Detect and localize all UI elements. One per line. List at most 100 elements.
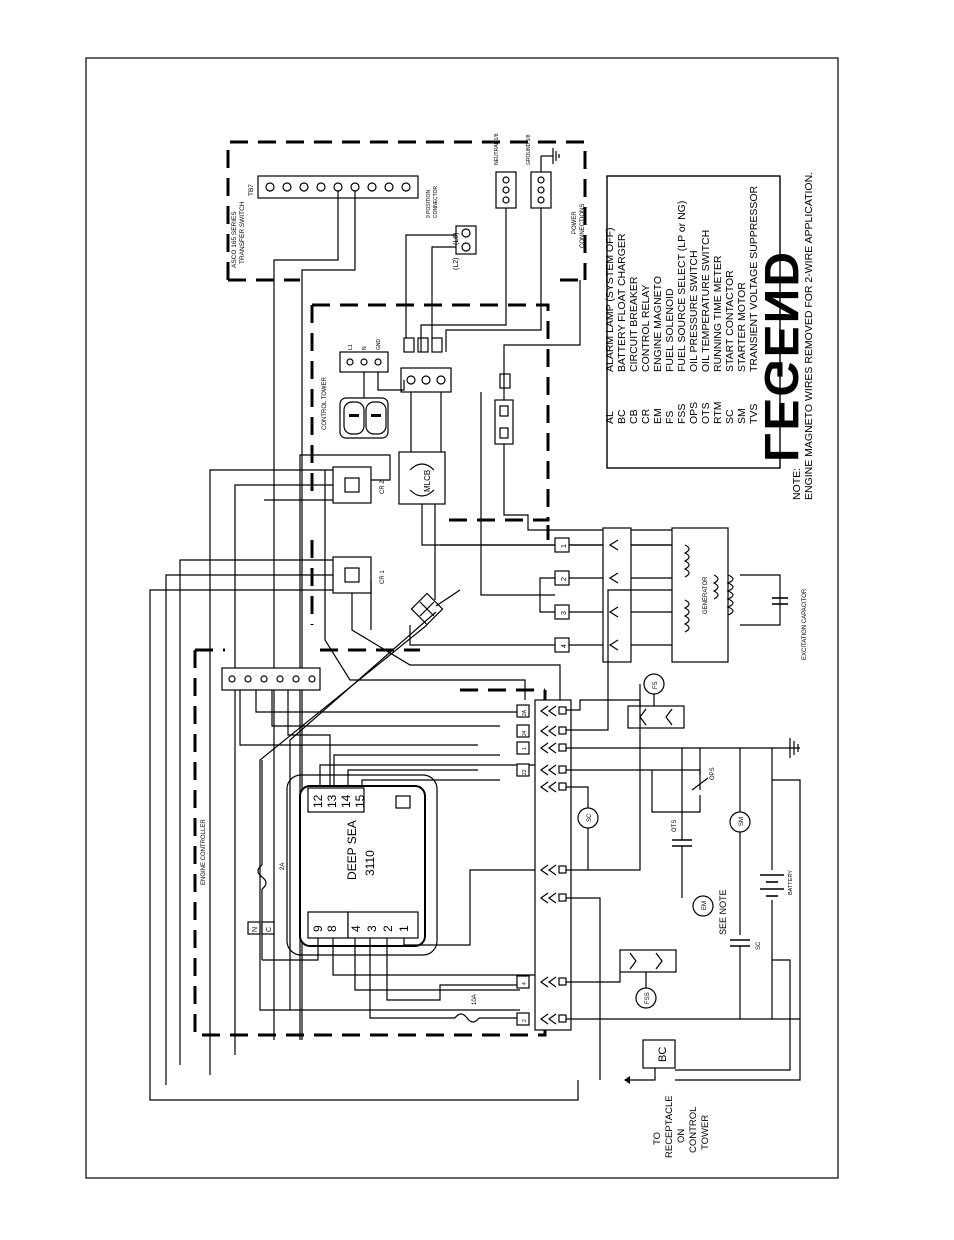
em-label: EM bbox=[702, 901, 708, 910]
note-text: ENGINE MAGNETO WIRES REMOVED FOR 2-WIRE … bbox=[803, 172, 815, 500]
sm-label: SM bbox=[739, 817, 745, 826]
legend-desc: FUEL SOURCE SELECT (LP or NG) bbox=[676, 201, 688, 372]
engine-controller-label: ENGINE CONTROLLER bbox=[201, 819, 207, 885]
deep-sea-outer bbox=[286, 774, 438, 956]
bc-label: BC bbox=[657, 1047, 669, 1062]
gen-lead-block bbox=[602, 527, 632, 663]
earth-ground-icon bbox=[540, 148, 560, 172]
legend-code: BC bbox=[616, 409, 628, 424]
transfer-switch bbox=[226, 140, 587, 1040]
legend-desc: TRANSIENT VOLTAGE SUPPRESSOR bbox=[748, 185, 760, 372]
receptacle-label: RECEPTACLE bbox=[664, 1095, 675, 1158]
l1-label: L1 bbox=[348, 344, 354, 350]
legend-code: RTM bbox=[712, 401, 724, 424]
legend-code: FS bbox=[664, 411, 676, 424]
em-magneto bbox=[692, 895, 714, 917]
receptacle-note: TO RECEPTACLE ON CONTROL TOWER bbox=[652, 1095, 711, 1158]
power-label-2: CONNECTIONS bbox=[580, 204, 586, 248]
ctl-term-22: 22 bbox=[522, 769, 528, 775]
legend-desc: RUNNING TIME METER bbox=[712, 255, 724, 372]
controller-terminal-block bbox=[221, 667, 321, 691]
control-tower-label: CONTROL TOWER bbox=[322, 376, 328, 430]
bc-charger bbox=[642, 1039, 676, 1069]
generator bbox=[409, 527, 788, 663]
page-border bbox=[85, 57, 839, 1179]
legend-desc: ENGINE MAGNETO bbox=[652, 276, 664, 372]
legend-code: SC bbox=[724, 409, 736, 424]
l2-l6-plug bbox=[455, 225, 477, 255]
outlet-receptacle bbox=[339, 397, 389, 439]
n-label: N bbox=[362, 346, 368, 350]
cr2-label: CR 2 bbox=[380, 480, 386, 494]
legend-code: OTS bbox=[700, 402, 712, 424]
gen-wire-1: 1 bbox=[561, 544, 568, 548]
engine-controller bbox=[193, 648, 561, 1037]
cr1-label: CR 1 bbox=[380, 570, 386, 584]
control-tower bbox=[310, 208, 698, 625]
pin-13: 13 bbox=[325, 794, 339, 808]
ground-label: GROUND 1/8 bbox=[526, 134, 532, 165]
ots-label: OTS bbox=[672, 820, 678, 832]
connector-label-2: CONNECTOR bbox=[433, 185, 439, 218]
legend-code: FSS bbox=[676, 404, 688, 424]
pin-14: 14 bbox=[339, 794, 353, 808]
tower-label: TOWER bbox=[700, 1115, 711, 1150]
fs-label: FS bbox=[653, 681, 659, 689]
legend-items: AL ALARM LAMP (SYSTEM OFF) BC BATTERY FL… bbox=[604, 185, 760, 424]
legend-code: EM bbox=[652, 408, 664, 424]
tb7-terminals bbox=[265, 182, 411, 192]
pin-1: 1 bbox=[397, 925, 411, 932]
to-label: TO bbox=[652, 1132, 663, 1145]
engine-wiring bbox=[566, 589, 801, 1084]
controller-terminal-strip bbox=[516, 699, 572, 1031]
power-label: POWER bbox=[572, 211, 578, 234]
pin-2: 2 bbox=[381, 925, 395, 932]
on-label: ON bbox=[676, 1129, 687, 1143]
excitation-label: EXCITATION CAPACITOR bbox=[802, 588, 808, 660]
tb7-label: TB7 bbox=[248, 184, 255, 196]
mlcb-breaker bbox=[398, 451, 446, 505]
legend-desc: ALARM LAMP (SYSTEM OFF) bbox=[604, 228, 616, 373]
legend-desc: STARTER MOTOR bbox=[736, 282, 748, 372]
gen-wire-2: 2 bbox=[561, 577, 568, 581]
legend-desc: CIRCUIT BREAKER bbox=[628, 276, 640, 372]
module-pins: 12 13 14 15 9 8 4 3 2 1 bbox=[311, 794, 411, 932]
wire-crossover bbox=[259, 589, 520, 1011]
note-label: NOTE: bbox=[791, 468, 803, 500]
see-note-label: SEE NOTE bbox=[718, 889, 728, 935]
sc-label: SC bbox=[587, 813, 593, 822]
legend-code: CB bbox=[628, 409, 640, 424]
plug-mark-n: N bbox=[252, 927, 259, 932]
relay-wiring bbox=[149, 454, 579, 1101]
legend-desc: BATTERY FLOAT CHARGER bbox=[616, 233, 628, 372]
mlcb-label: MLCB bbox=[423, 470, 432, 492]
plug-mark-c: C bbox=[266, 927, 273, 932]
legend-desc: START CONTACTOR bbox=[724, 270, 736, 372]
legend-desc: OIL TEMPERATURE SWITCH bbox=[700, 230, 712, 372]
pin-12: 12 bbox=[311, 794, 325, 808]
ctl-term-4: 4 bbox=[522, 982, 528, 985]
legend-desc: CONTROL RELAY bbox=[640, 284, 652, 372]
legend-title: LEGEND bbox=[754, 250, 807, 462]
pin-9: 9 bbox=[311, 925, 325, 932]
legend-desc: FUEL SOLENOID bbox=[664, 288, 676, 372]
neutral-label: NEUTRAL 1/8 bbox=[494, 133, 500, 165]
deep-sea-model: 3110 bbox=[363, 850, 377, 876]
l2-label: (L2) bbox=[453, 258, 460, 270]
pin-15: 15 bbox=[353, 794, 367, 808]
ctl-term-2: 2 bbox=[522, 1019, 528, 1022]
ops-label: OPS bbox=[710, 767, 716, 780]
transfer-switch-label: ASCO 165 SERIES bbox=[231, 211, 238, 268]
controller-terminal-labels: 2A 24 1 22 4 2 bbox=[522, 709, 528, 1022]
legend-code: TVS bbox=[748, 404, 760, 424]
sc-cap-label: SC bbox=[756, 941, 762, 950]
legend-code: SM bbox=[736, 408, 748, 424]
pin-8: 8 bbox=[325, 925, 339, 932]
pin-4: 4 bbox=[349, 925, 363, 932]
fss-label: FSS bbox=[645, 992, 651, 1004]
legend-code: AL bbox=[604, 411, 616, 424]
control-label: CONTROL bbox=[688, 1107, 699, 1153]
legend-desc: OIL PRESSURE SWITCH bbox=[688, 250, 700, 372]
